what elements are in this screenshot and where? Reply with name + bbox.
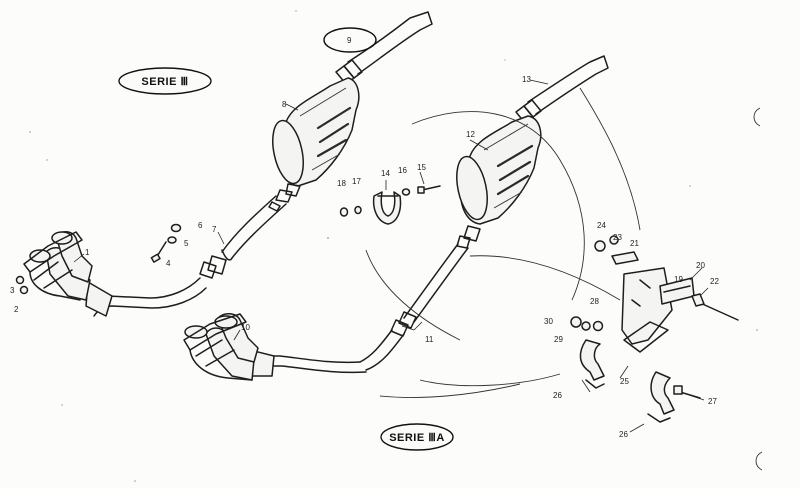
callout-25: 25	[620, 377, 629, 386]
callout-22: 22	[710, 277, 719, 286]
tail-pipe-9	[335, 11, 433, 85]
serie-iii-text: SERIE Ⅲ	[141, 76, 188, 88]
callout-7: 7	[212, 225, 217, 234]
hardware-2-6	[15, 223, 182, 295]
callout-15: 15	[417, 163, 426, 172]
callout-24: 24	[597, 221, 606, 230]
callout-9-ring	[323, 27, 377, 53]
callout-6: 6	[198, 221, 203, 230]
silencer-12	[456, 115, 542, 225]
callout-16: 16	[398, 166, 407, 175]
callout-2: 2	[14, 305, 19, 314]
serie-iiia-text: SERIE ⅢA	[389, 432, 445, 444]
tail-pipe-13	[515, 55, 609, 124]
callout-29: 29	[554, 335, 563, 344]
callout-4: 4	[166, 259, 171, 268]
callout-13: 13	[522, 75, 531, 84]
silencer-8	[272, 77, 360, 187]
clamp-14-18	[339, 185, 441, 225]
front-pipe-1	[23, 231, 207, 317]
serie-iii-label: SERIE Ⅲ	[118, 67, 212, 95]
callout-14: 14	[381, 169, 390, 178]
callout-5: 5	[184, 239, 189, 248]
callout-26a: 26	[553, 391, 562, 400]
callout-23: 23	[613, 233, 622, 242]
callout-11: 11	[425, 335, 434, 344]
callout-20: 20	[696, 261, 705, 270]
guide-curves	[365, 87, 641, 398]
callout-27: 27	[708, 397, 717, 406]
page-edge-mark-2	[755, 451, 763, 471]
middle-pipe-7	[199, 183, 301, 279]
serie-iii-exhaust	[15, 11, 433, 317]
callout-30: 30	[544, 317, 553, 326]
serie-iiia-exhaust	[183, 55, 739, 423]
serie-iiia-label: SERIE ⅢA	[380, 423, 454, 451]
callout-26b: 26	[619, 430, 628, 439]
callout-9: 9	[347, 36, 352, 45]
middle-pipe-11	[359, 225, 481, 371]
callout-1: 1	[85, 248, 90, 257]
callout-10: 10	[241, 323, 250, 332]
callout-3: 3	[10, 286, 15, 295]
callout-8: 8	[282, 100, 287, 109]
leader-lines	[73, 79, 709, 433]
callout-17: 17	[352, 177, 361, 186]
front-pipe-10	[183, 313, 367, 381]
callout-19: 19	[674, 275, 683, 284]
mounting-bracket-19-30	[570, 235, 739, 423]
callout-21: 21	[630, 239, 639, 248]
callout-18: 18	[337, 179, 346, 188]
scan-noise	[29, 10, 758, 482]
callout-12: 12	[466, 130, 475, 139]
callout-28: 28	[590, 297, 599, 306]
page-edge-mark	[753, 107, 761, 127]
callout-numbers: 1 2 3 4 5 6 7 8 9 10 11 12 13 14 15 16 1…	[10, 36, 719, 439]
